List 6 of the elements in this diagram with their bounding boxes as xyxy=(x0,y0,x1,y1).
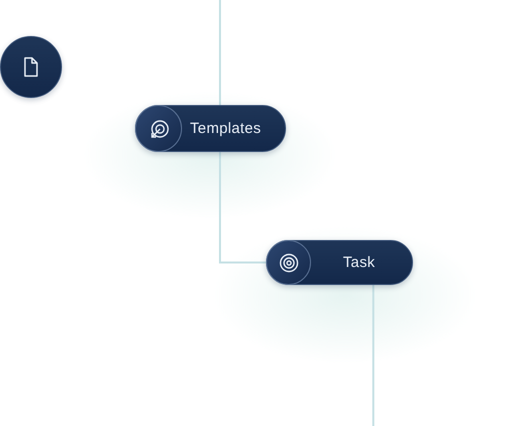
connector-line xyxy=(372,285,374,426)
pill-button xyxy=(135,105,286,152)
node-label: Templates xyxy=(190,120,262,137)
node-label: Task xyxy=(343,254,376,271)
icon-circle xyxy=(0,36,62,98)
pill-button xyxy=(266,240,413,285)
